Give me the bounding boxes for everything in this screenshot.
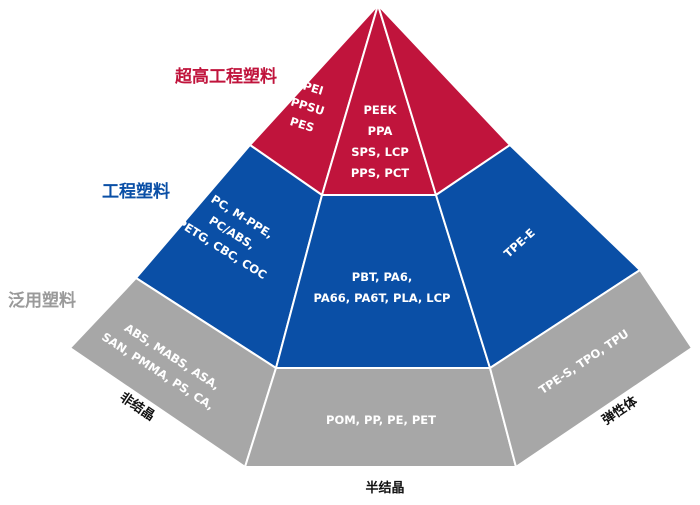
- material-line: PEI: [301, 78, 325, 97]
- material-line: PES: [288, 114, 316, 135]
- material-line: SPS, LCP: [351, 145, 409, 159]
- material-line: PPS, PCT: [351, 166, 409, 180]
- material-line: PBT, PA6,: [352, 270, 412, 284]
- material-line: PPA: [368, 124, 393, 138]
- material-line: POM, PP, PE, PET: [326, 413, 436, 427]
- material-line: PA66, PA6T, PLA, LCP: [314, 291, 451, 305]
- tier-label-engineering: 工程塑料: [102, 181, 170, 202]
- axis-label-semicrystalline: 半结晶: [365, 480, 404, 496]
- pyramid-bottom-right-face: [488, 268, 694, 469]
- material-line: PEEK: [363, 103, 397, 117]
- bottom-center-materials: POM, PP, PE, PET: [326, 413, 436, 427]
- tier-label-super-engineering: 超高工程塑料: [175, 66, 277, 87]
- tier-label-commodity: 泛用塑料: [8, 290, 76, 311]
- top-center-materials: PEEK PPA SPS, LCP PPS, PCT: [351, 103, 409, 180]
- middle-center-materials: PBT, PA6, PA66, PA6T, PLA, LCP: [314, 270, 451, 305]
